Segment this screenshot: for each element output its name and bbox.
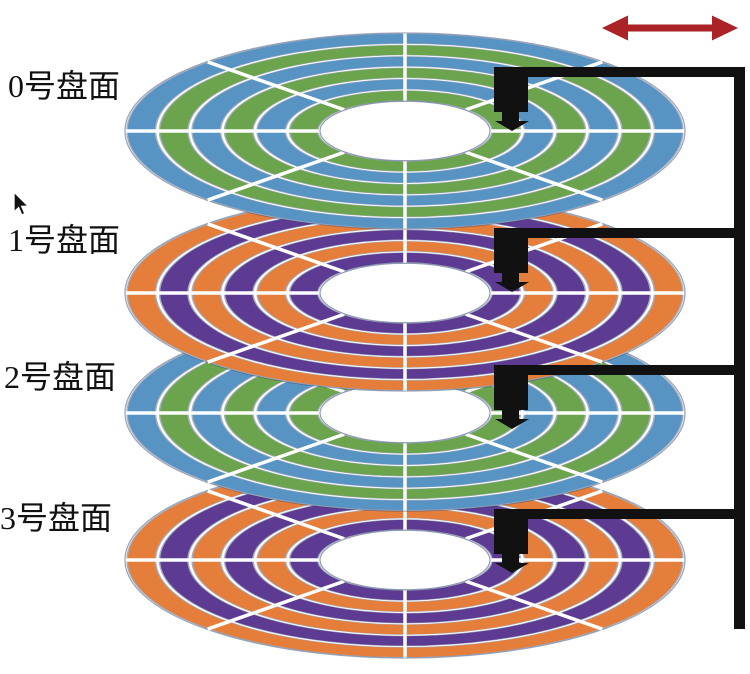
sector-line	[208, 434, 344, 482]
platter-0-hole	[319, 100, 491, 162]
sector-line	[208, 581, 344, 629]
mouse-cursor-icon	[13, 190, 30, 216]
actuator-arm-0	[510, 67, 745, 77]
platter-label-0: 0号盘面	[8, 68, 121, 104]
head-arrow-icon-1	[495, 282, 529, 292]
platter-label-3: 3号盘面	[0, 500, 113, 536]
sector-line	[208, 62, 344, 110]
platter-3-tracks	[126, 462, 684, 657]
head-arrow-stem-0	[502, 112, 519, 121]
sector-line	[208, 491, 344, 539]
head-arrow-stem-3	[502, 554, 519, 563]
platter-0-surface	[124, 32, 686, 230]
read-write-head-0	[494, 67, 528, 112]
head-arrow-icon-3	[495, 563, 529, 573]
actuator-arm-2	[510, 365, 745, 375]
head-arrow-icon-0	[495, 121, 529, 131]
platter-2-hole	[319, 382, 491, 444]
sector-line	[466, 152, 602, 200]
actuator-arm-3	[510, 509, 745, 519]
sector-line	[466, 314, 602, 362]
head-arrow-stem-1	[502, 273, 519, 282]
sector-line	[466, 434, 602, 482]
sector-line	[208, 224, 344, 272]
platter-1-hole	[319, 262, 491, 324]
head-arrow-icon-2	[495, 419, 529, 429]
platter-3-hole	[319, 529, 491, 591]
platter-label-2: 2号盘面	[4, 359, 117, 395]
platters-layer	[124, 32, 686, 659]
read-write-head-1	[494, 228, 528, 273]
seek-direction-arrow-icon	[602, 15, 738, 41]
platter-label-1: 1号盘面	[8, 222, 121, 258]
sector-line	[208, 314, 344, 362]
actuator-rail	[734, 67, 745, 629]
read-write-head-2	[494, 365, 528, 410]
head-arrow-stem-2	[502, 410, 519, 419]
platter-0-tracks	[126, 33, 684, 228]
sector-line	[466, 581, 602, 629]
actuator-arm-1	[510, 228, 745, 238]
actuator-layer	[494, 67, 745, 629]
read-write-head-3	[494, 509, 528, 554]
sector-line	[208, 152, 344, 200]
